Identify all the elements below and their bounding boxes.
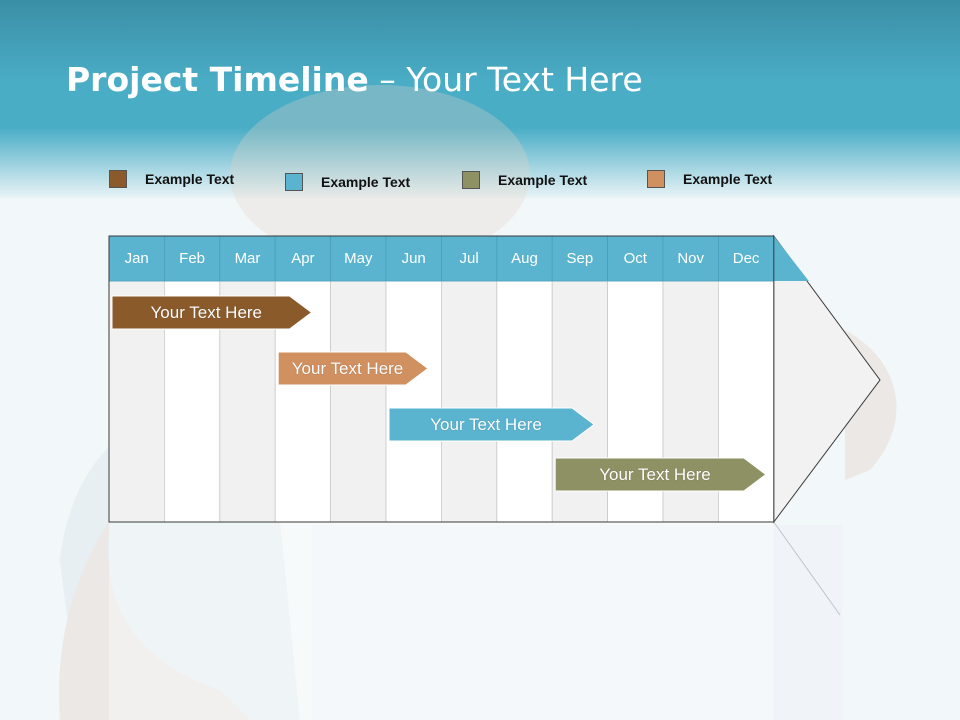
task-label-1: Your Text Here	[150, 302, 263, 322]
reflection-edge	[773, 521, 841, 616]
month-column-jul	[440, 280, 498, 523]
task-bar-2	[277, 351, 429, 386]
month-label-feb: Feb	[179, 250, 206, 267]
legend-item-3: Example Text	[462, 171, 587, 189]
month-header-feb	[163, 235, 221, 282]
month-header-nov	[662, 235, 719, 282]
month-label-may: May	[344, 250, 373, 267]
month-label-mar: Mar	[234, 250, 261, 267]
month-header-apr	[274, 235, 332, 282]
month-label-apr: Apr	[291, 250, 315, 267]
month-label-jun: Jun	[401, 250, 426, 267]
month-header-dec	[718, 235, 775, 282]
month-header-oct	[607, 235, 664, 282]
legend-item-2: Example Text	[285, 173, 410, 191]
month-column-aug	[496, 280, 553, 523]
month-column-jun	[385, 280, 442, 523]
month-label-aug: Aug	[511, 250, 538, 267]
month-label-dec: Dec	[732, 250, 760, 267]
month-header-may	[330, 235, 387, 282]
title-subtitle: – Your Text Here	[368, 60, 643, 99]
legend-swatch-3	[462, 171, 480, 189]
task-bar-4	[554, 457, 767, 492]
task-label-2: Your Text Here	[291, 358, 404, 378]
task-label-3: Your Text Here	[430, 414, 542, 434]
month-column-may	[330, 280, 387, 523]
month-label-nov: Nov	[677, 250, 705, 267]
timeline-frame	[108, 235, 775, 523]
month-header-jun	[385, 235, 442, 282]
task-label-4: Your Text Here	[599, 464, 711, 484]
arrow-header-cap	[773, 236, 809, 281]
legend-swatch-4	[647, 170, 665, 188]
page-title: Project Timeline – Your Text Here	[66, 60, 643, 99]
legend-label-1: Example Text	[145, 171, 235, 187]
month-header-jul	[440, 235, 498, 282]
month-label-jan: Jan	[124, 250, 149, 267]
legend-label-3: Example Text	[498, 172, 588, 188]
month-label-sep: Sep	[566, 250, 594, 267]
legend-label-4: Example Text	[683, 171, 773, 187]
legend-item-4: Example Text	[647, 170, 772, 188]
month-label-jul: Jul	[459, 250, 479, 267]
month-label-oct: Oct	[623, 250, 647, 267]
month-header-mar	[219, 235, 276, 282]
legend-label-2: Example Text	[321, 174, 411, 190]
month-header-jan	[108, 235, 165, 282]
legend-item-1: Example Text	[109, 170, 234, 188]
legend-swatch-1	[109, 170, 127, 188]
timeline-reflection	[109, 522, 774, 720]
task-bar-3	[388, 407, 595, 442]
legend-swatch-2	[285, 173, 303, 191]
title-bold: Project Timeline	[66, 60, 369, 99]
task-bar-1	[111, 295, 313, 330]
